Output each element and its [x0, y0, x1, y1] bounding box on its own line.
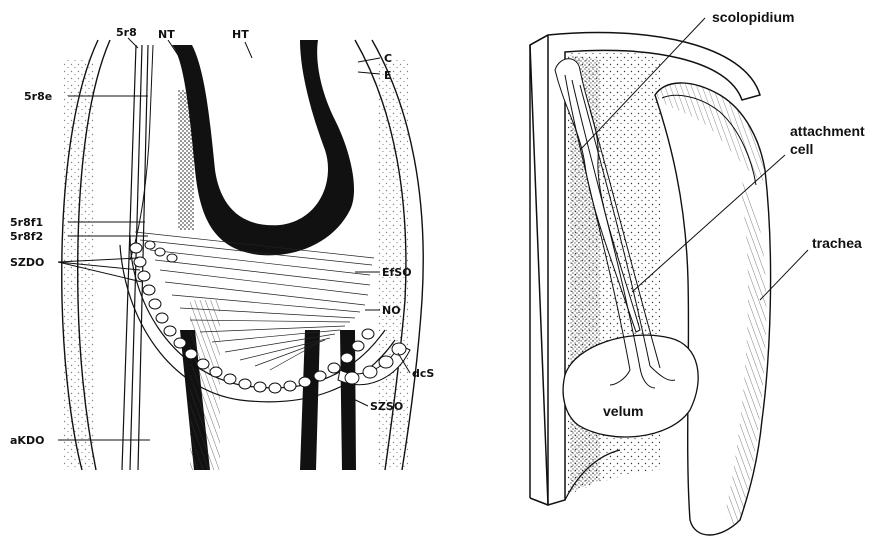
label-5r8: 5r8 [116, 26, 137, 39]
label-c: C [384, 52, 392, 65]
label-scolopidium: scolopidium [712, 9, 794, 25]
label-no: NO [382, 304, 401, 317]
left-diagram: 5r8 NT HT C E 5r8e 5r8f1 5r8f2 SZDO EfSO… [10, 26, 434, 470]
label-szso: SZSO [370, 400, 403, 413]
trachea-tube [655, 83, 771, 535]
label-trachea: trachea [812, 235, 862, 251]
label-5r8f1: 5r8f1 [10, 216, 43, 229]
label-nt: NT [158, 28, 175, 41]
label-attachment: attachment [790, 123, 865, 139]
trachea-dark-masses [172, 40, 356, 470]
label-5r8e: 5r8e [24, 90, 52, 103]
label-dcs: dcS [412, 367, 434, 380]
leg-wall [62, 40, 423, 470]
label-efso: EfSO [382, 266, 412, 279]
label-szdo: SZDO [10, 256, 44, 269]
label-velum: velum [603, 403, 643, 419]
label-ht: HT [232, 28, 249, 41]
label-e: E [384, 69, 392, 82]
right-diagram: scolopidium attachment cell trachea velu… [530, 9, 865, 535]
label-akdo: aKDO [10, 434, 44, 447]
label-cell: cell [790, 141, 813, 157]
label-5r8f2: 5r8f2 [10, 230, 43, 243]
